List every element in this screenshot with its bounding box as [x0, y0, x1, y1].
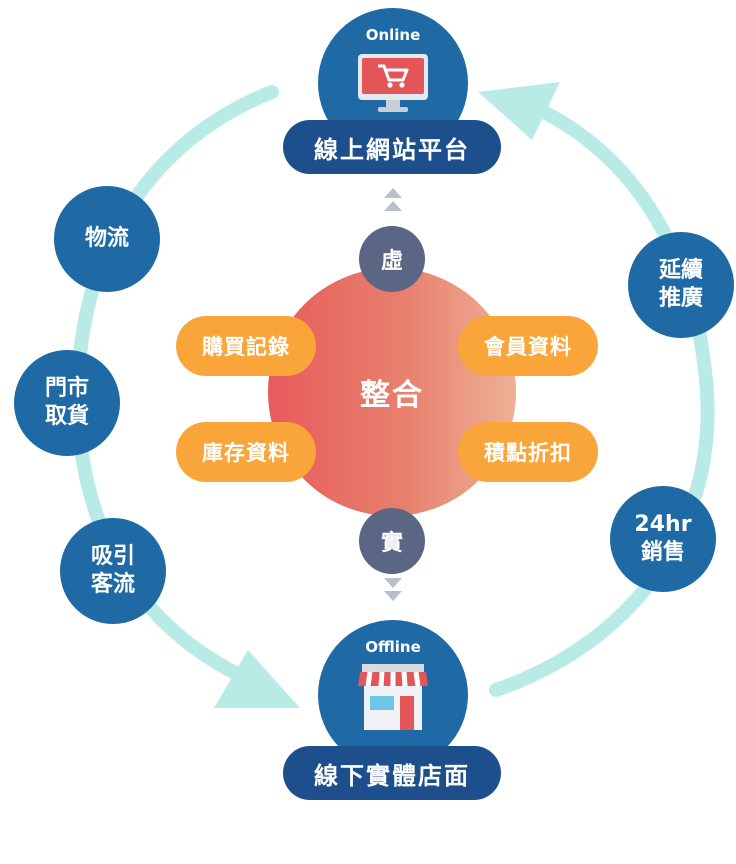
online-platform-banner: 線上網站平台: [283, 120, 501, 174]
shopping-cart-monitor-icon: [358, 54, 428, 112]
real-node: 實: [359, 508, 425, 574]
virtual-node: 虛: [359, 226, 425, 292]
online-tag: Online: [365, 26, 421, 44]
left-arc-arrowhead: [214, 650, 300, 708]
offline-node: Offline: [318, 620, 468, 770]
right-cycle-arc: [489, 103, 715, 697]
sales-24hr-node: 24hr 銷售: [610, 486, 716, 592]
online-node: Online: [318, 8, 468, 158]
storefront-icon: [358, 664, 428, 730]
hub-label: 整合: [360, 378, 424, 413]
purchase-records-pill: 購買記錄: [176, 316, 316, 376]
extend-promotion-node: 延續 推廣: [628, 232, 734, 338]
right-arc-arrowhead: [478, 82, 560, 140]
inventory-data-pill: 庫存資料: [176, 422, 316, 482]
down-arrows-icon: [383, 578, 403, 604]
points-discount-pill: 積點折扣: [458, 422, 598, 482]
up-arrows-icon: [383, 188, 403, 214]
logistics-node: 物流: [54, 186, 160, 292]
offline-tag: Offline: [365, 638, 421, 656]
offline-store-banner: 線下實體店面: [283, 746, 501, 800]
member-data-pill: 會員資料: [458, 316, 598, 376]
store-pickup-node: 門市 取貨: [14, 350, 120, 456]
attract-traffic-node: 吸引 客流: [60, 518, 166, 624]
